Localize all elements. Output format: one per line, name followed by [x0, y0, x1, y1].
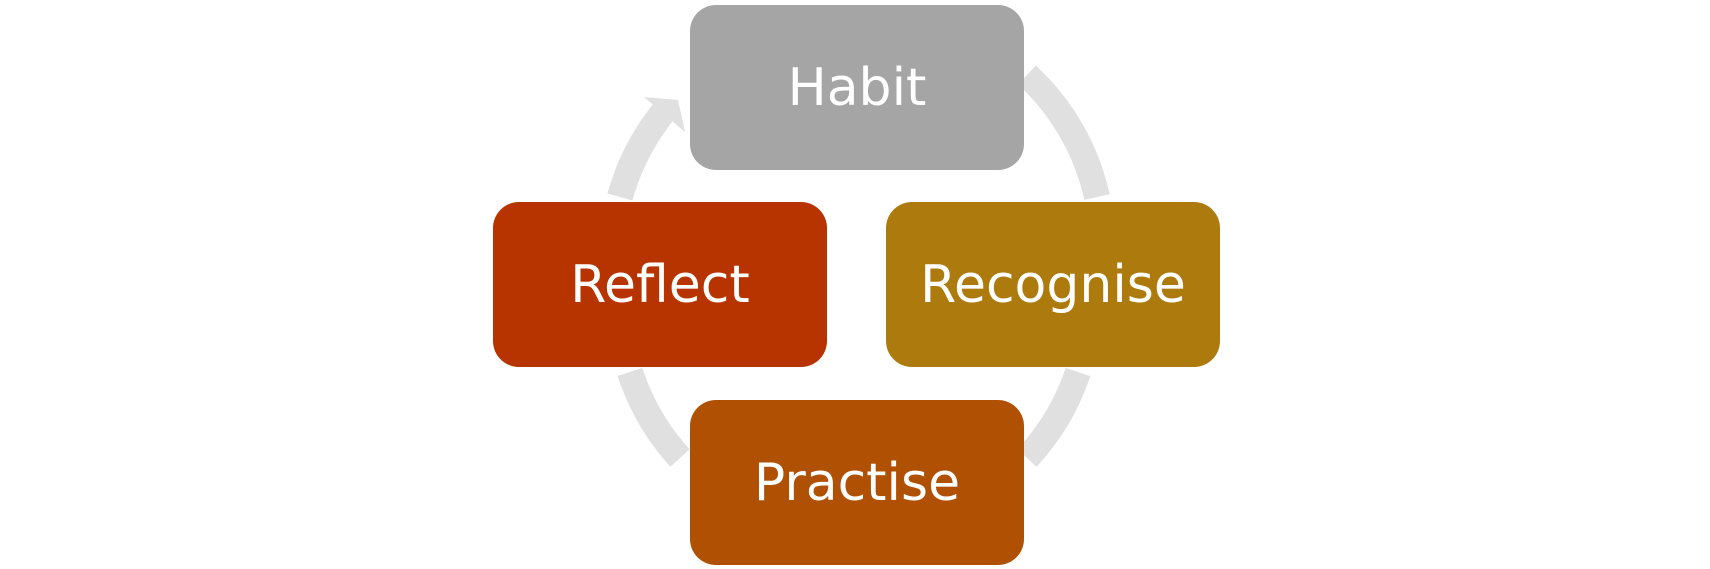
arc-recognise-to-practise: [1017, 367, 1091, 467]
arc-reflect-to-habit: [607, 101, 676, 201]
node-recognise-label: Recognise: [920, 254, 1186, 315]
node-habit-label: Habit: [787, 57, 927, 118]
node-practise: Practise: [690, 400, 1024, 565]
node-reflect: Reflect: [493, 202, 827, 367]
node-practise-label: Practise: [753, 452, 961, 513]
node-reflect-label: Reflect: [570, 254, 750, 315]
node-habit: Habit: [690, 5, 1024, 170]
arc-habit-to-recognise: [1018, 65, 1110, 200]
node-recognise: Recognise: [886, 202, 1220, 367]
arrowhead-icon: [644, 97, 685, 132]
arc-practise-to-reflect: [617, 367, 690, 467]
